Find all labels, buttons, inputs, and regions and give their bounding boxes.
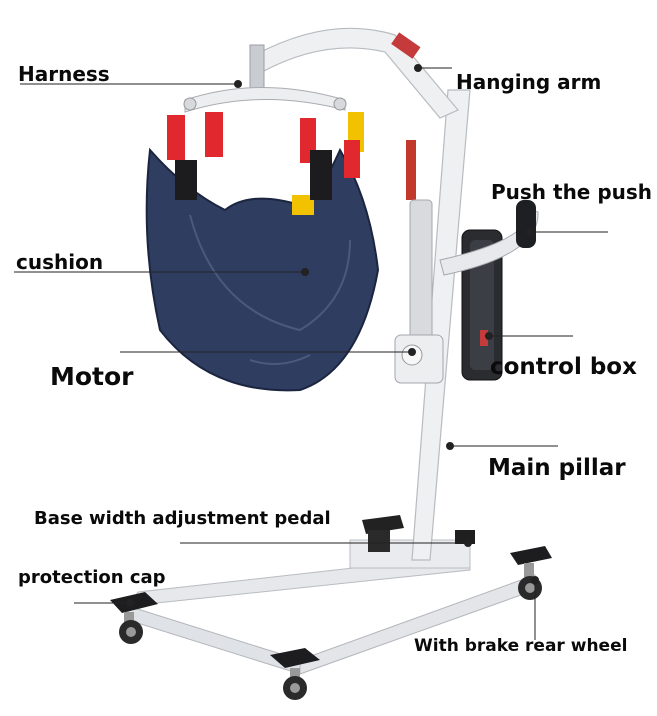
front-left-wheel bbox=[110, 592, 158, 644]
main-pillar bbox=[411, 89, 471, 561]
push-handle bbox=[439, 200, 539, 276]
label-main-pillar: Main pillar bbox=[488, 455, 626, 481]
label-push: Push the push bbox=[491, 180, 653, 204]
front-right-wheel bbox=[270, 648, 320, 700]
base-frame bbox=[126, 539, 536, 675]
base-pedal bbox=[362, 515, 475, 552]
label-rear-wheel: With brake rear wheel bbox=[414, 636, 628, 656]
harness-bar bbox=[183, 44, 347, 113]
hanging-arm bbox=[254, 27, 459, 119]
leader-lines bbox=[14, 64, 608, 640]
label-base-pedal: Base width adjustment pedal bbox=[34, 508, 331, 529]
label-motor: Motor bbox=[50, 362, 134, 391]
label-cushion: cushion bbox=[16, 250, 104, 274]
sling-cushion bbox=[145, 112, 380, 392]
actuator-motor bbox=[394, 140, 444, 384]
label-hanging-arm: Hanging arm bbox=[456, 70, 602, 94]
label-protection-cap: protection cap bbox=[18, 567, 166, 588]
label-harness: Harness bbox=[18, 62, 110, 86]
label-control-box: control box bbox=[490, 354, 637, 380]
